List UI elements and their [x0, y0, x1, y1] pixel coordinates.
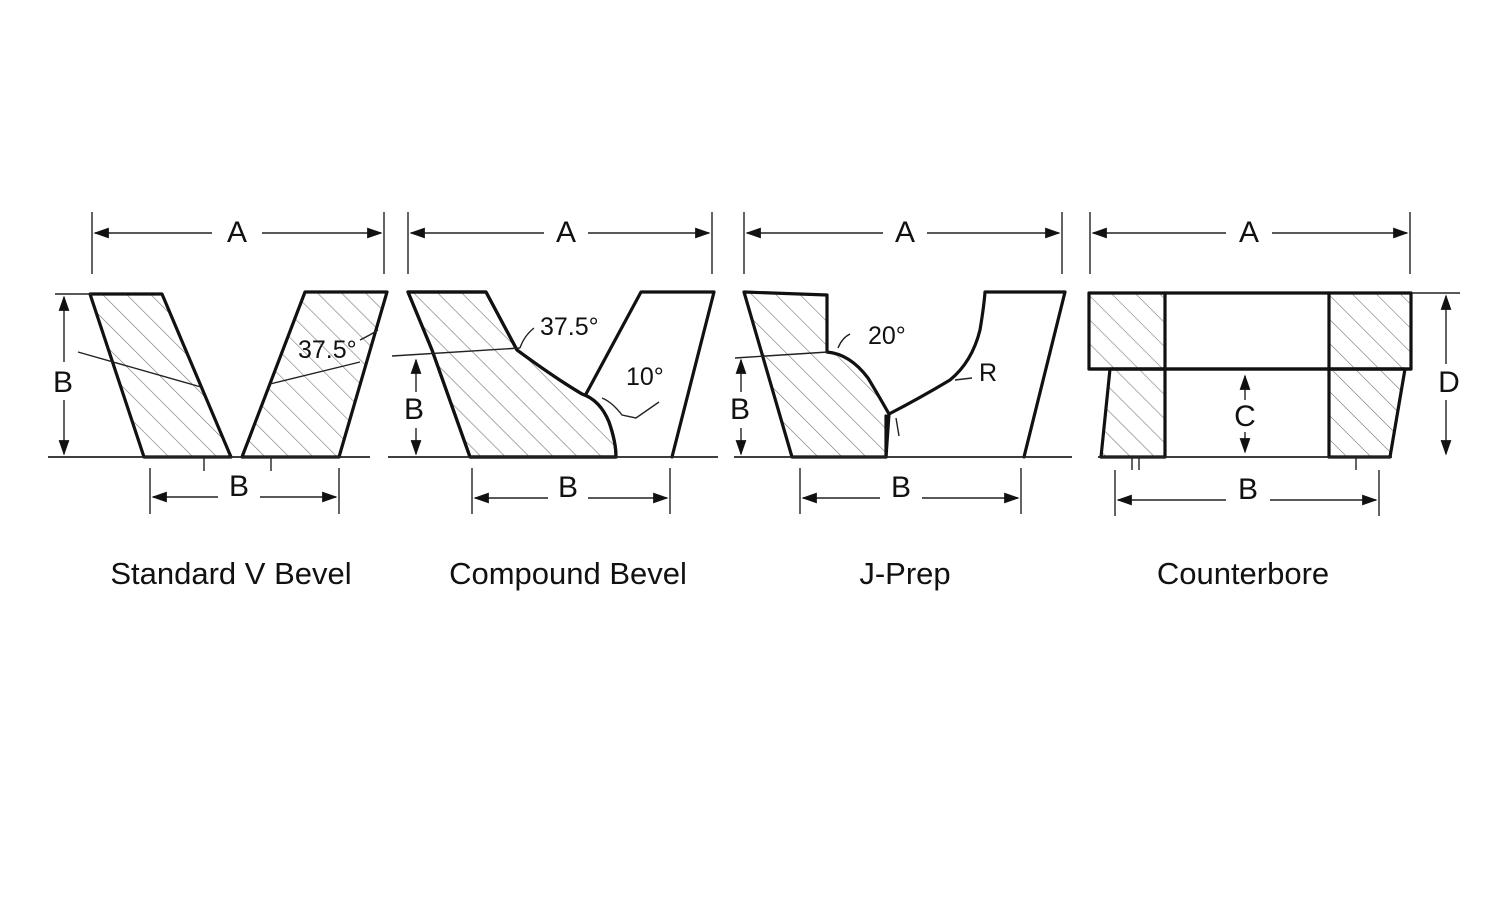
- j-angle-label: 20°: [868, 322, 906, 350]
- left-plate: [742, 290, 891, 459]
- root-label-b: B: [1238, 473, 1258, 506]
- upper-left-wall: [1087, 291, 1167, 371]
- standard-v-bevel-diagram: A 37.5° B B Standard V Bevel: [48, 212, 389, 591]
- left-plate-outline: [406, 290, 618, 459]
- angle-leader-left: [391, 347, 521, 357]
- caption: Counterbore: [1157, 556, 1329, 591]
- angle-arc: [519, 327, 535, 349]
- j-prep-diagram: A 20° R B B J-Prep: [730, 212, 1072, 591]
- right-plate: [887, 290, 1067, 459]
- bevel-angle-label: 37.5°: [298, 336, 357, 364]
- caption: Compound Bevel: [449, 556, 687, 591]
- root-mark: [895, 417, 900, 437]
- angle-leader-left: [77, 351, 202, 388]
- root-label-b: B: [229, 470, 249, 503]
- caption: J-Prep: [859, 556, 950, 591]
- width-label-a: A: [1239, 216, 1259, 249]
- radius-leader: [954, 377, 973, 381]
- angle-leader-left: [734, 351, 829, 359]
- angle-arc: [837, 333, 851, 349]
- height-label-d: D: [1438, 366, 1460, 399]
- width-label-a: A: [556, 216, 576, 249]
- width-label-a: A: [895, 216, 915, 249]
- angle-arc: [359, 329, 379, 341]
- second-angle-label: 10°: [626, 363, 664, 391]
- ground-ticks: [1131, 457, 1357, 470]
- upper-right-wall: [1327, 291, 1413, 371]
- root-label-b: B: [891, 471, 911, 504]
- angle-leader-right: [269, 361, 361, 385]
- right-plate: [240, 290, 389, 459]
- width-label-a: A: [227, 216, 247, 249]
- depth-label-c: C: [1234, 400, 1256, 433]
- counterbore-diagram: A C D B Counterbore: [1087, 212, 1460, 591]
- caption: Standard V Bevel: [110, 556, 351, 591]
- bore-top-outline: [1163, 291, 1331, 371]
- angle2-arc: [601, 397, 660, 419]
- height-label-b: B: [730, 393, 750, 426]
- compound-bevel-diagram: A 37.5° 10° B B Compound Bevel: [388, 212, 718, 591]
- lower-left-wall: [1099, 367, 1167, 459]
- bevel-angle-label: 37.5°: [540, 313, 599, 341]
- lower-right-wall: [1327, 367, 1407, 459]
- root-label-b: B: [558, 471, 578, 504]
- right-plate: [584, 290, 716, 459]
- radius-label: R: [979, 359, 997, 387]
- height-label-b: B: [404, 393, 424, 426]
- height-label-b: B: [53, 366, 73, 399]
